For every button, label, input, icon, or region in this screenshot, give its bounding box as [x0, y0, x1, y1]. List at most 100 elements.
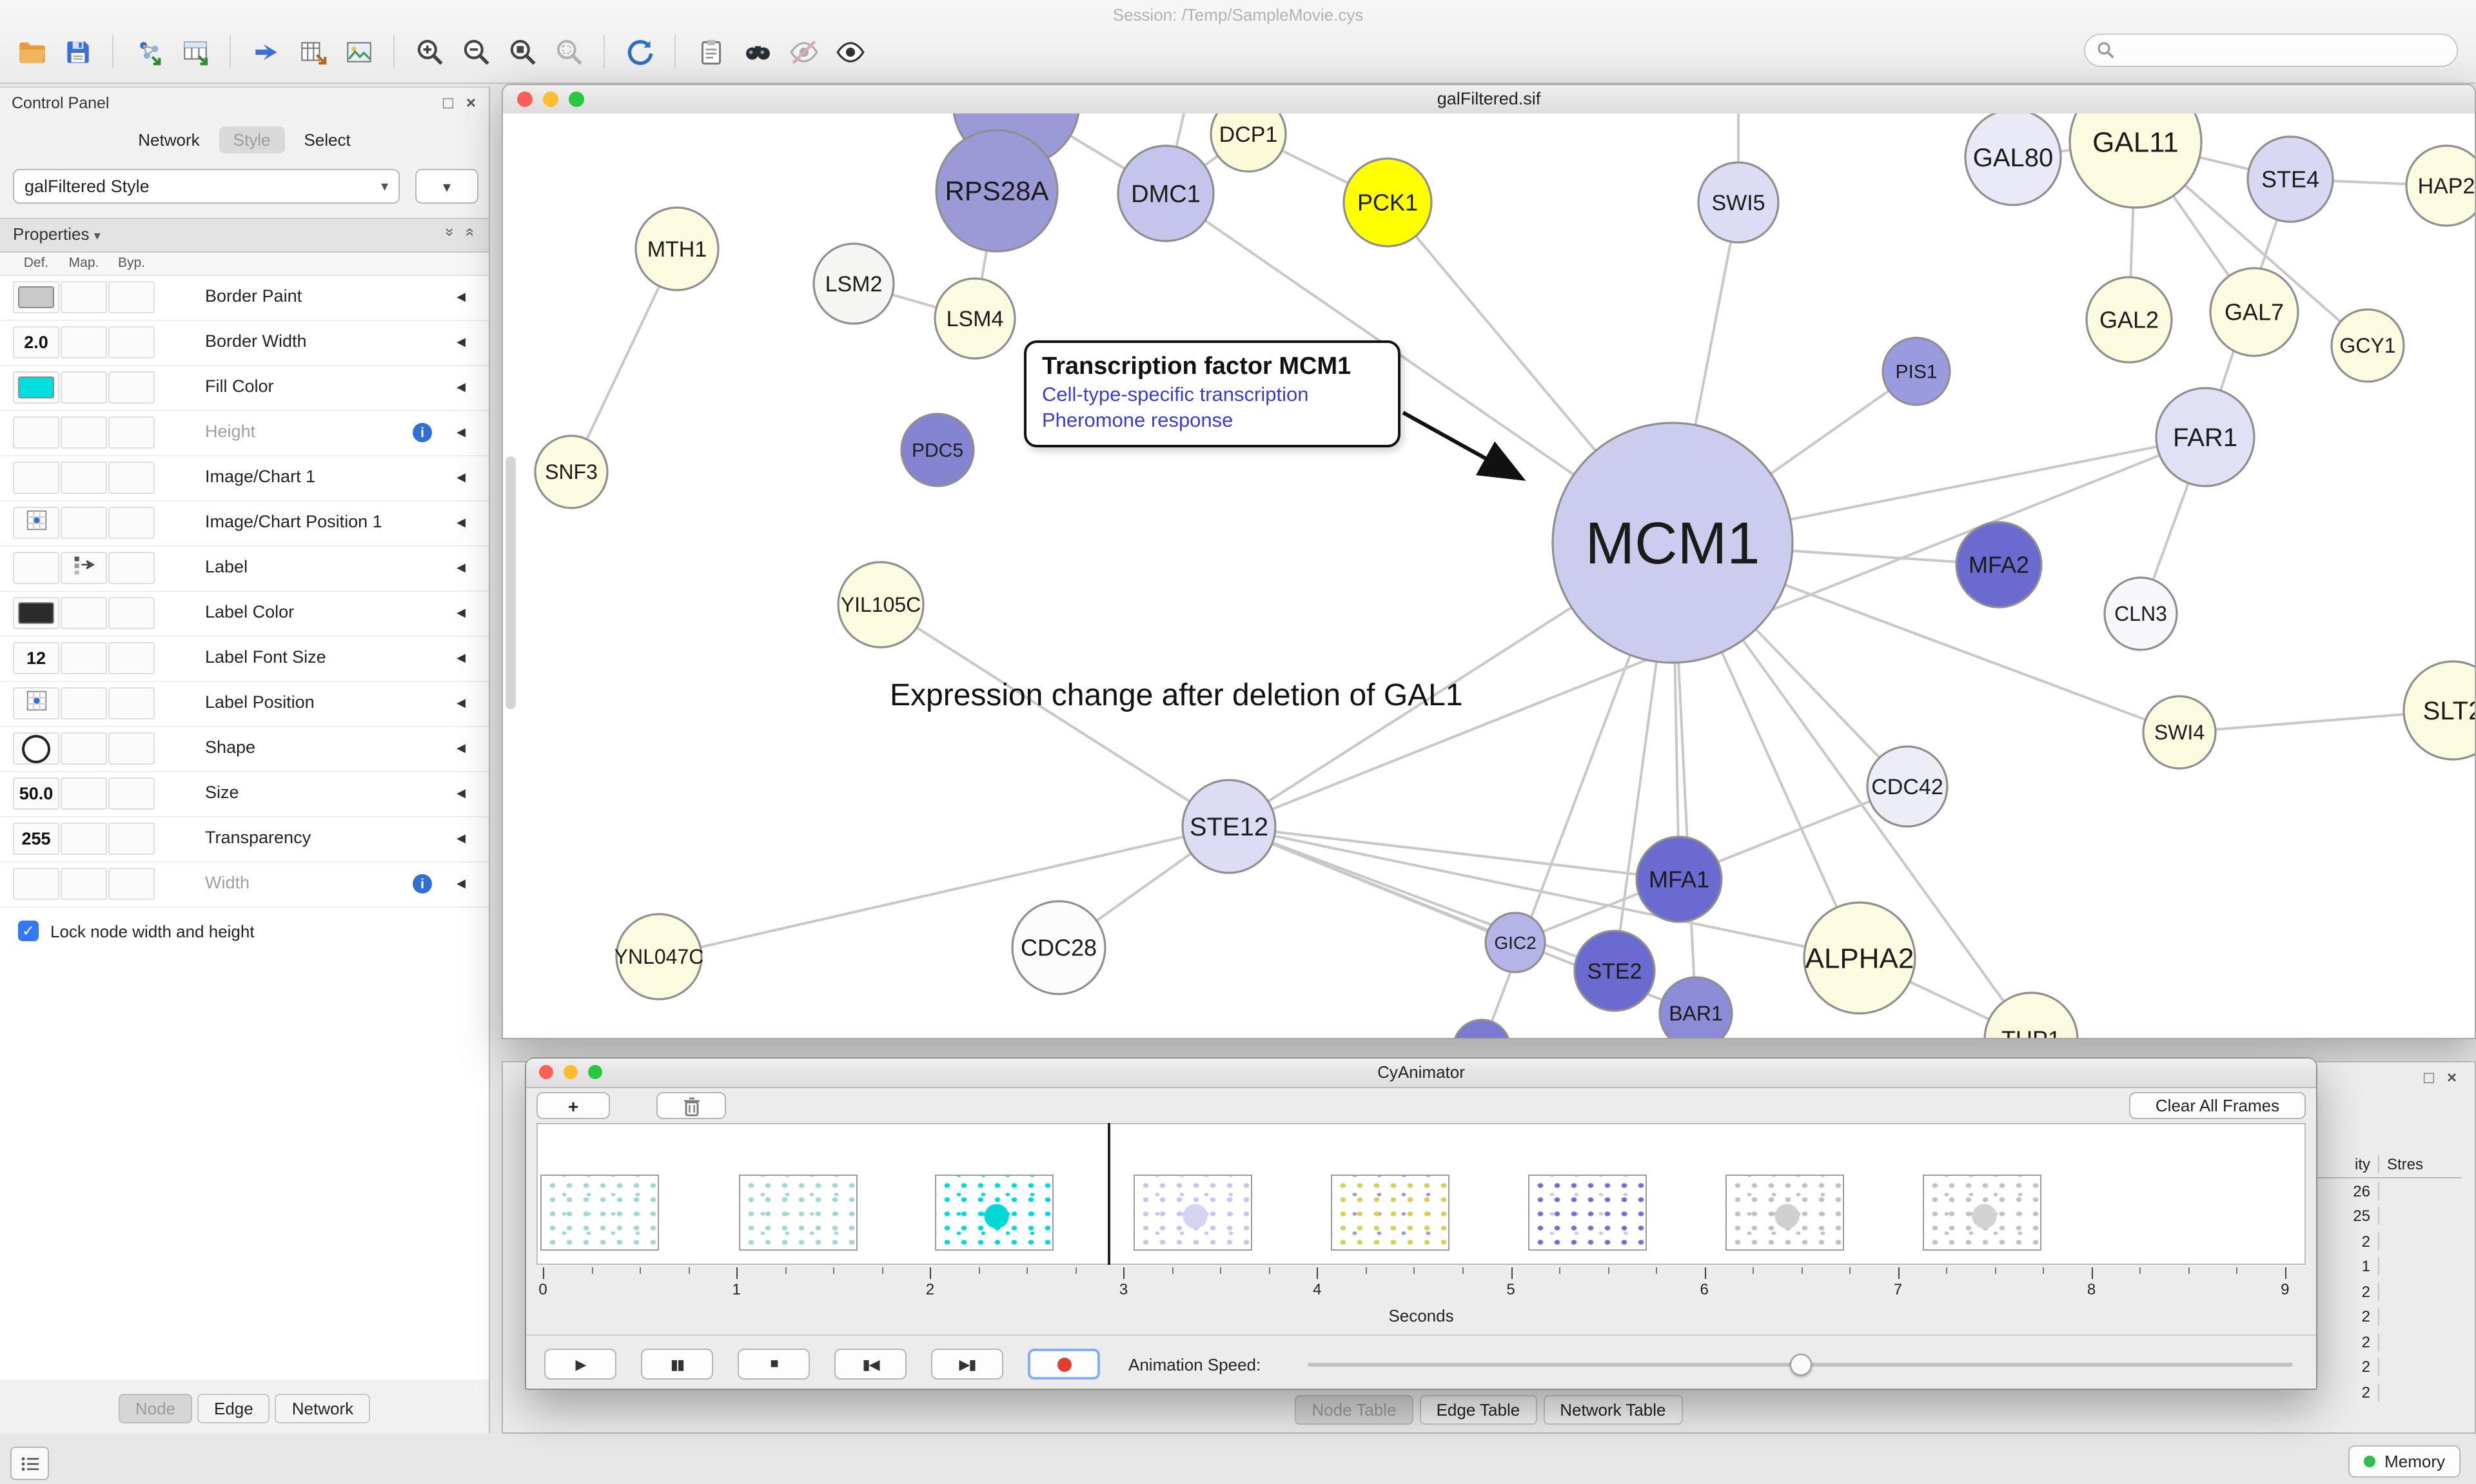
frames-timeline[interactable] [536, 1123, 2306, 1265]
import-table-icon[interactable] [172, 31, 218, 72]
minimize-window-icon[interactable] [564, 1065, 578, 1079]
search-input[interactable] [2123, 39, 2437, 61]
stop-button[interactable]: ■ [738, 1349, 810, 1380]
bypass-cell[interactable] [108, 552, 155, 584]
expand-row-icon[interactable]: ◀ [457, 335, 466, 348]
node-TUP1[interactable]: TUP1 [1983, 991, 2079, 1038]
expand-row-icon[interactable]: ◀ [457, 290, 466, 303]
expand-row-icon[interactable]: ◀ [457, 741, 466, 754]
properties-header[interactable]: Properties ▾ » » [0, 218, 489, 253]
expand-row-icon[interactable]: ◀ [457, 380, 466, 393]
control-panel-header[interactable]: Control Panel □ × [0, 88, 489, 121]
float-panel-icon[interactable]: □ [2424, 1068, 2434, 1087]
bypass-cell[interactable] [108, 326, 155, 358]
tab-network-table[interactable]: Network Table [1543, 1395, 1683, 1425]
previous-frame-button[interactable]: ▮◀ [834, 1349, 907, 1380]
mapping-cell[interactable] [61, 777, 107, 810]
tab-edge-table[interactable]: Edge Table [1419, 1395, 1537, 1425]
expand-row-icon[interactable]: ◀ [457, 425, 466, 438]
node-YIL105C[interactable]: YIL105C [837, 561, 925, 649]
mapping-cell[interactable] [61, 732, 107, 765]
frame-thumbnail-3[interactable] [935, 1175, 1054, 1251]
node-GAL7[interactable]: GAL7 [2209, 267, 2299, 357]
table-row[interactable]: 2 [2317, 1279, 2462, 1304]
expand-row-icon[interactable]: ◀ [457, 696, 466, 709]
network-canvas[interactable]: RPS28BRPS28ADMC1DCP1PCK1SWI5GAL80GAL11ST… [503, 113, 2475, 1038]
add-frame-button[interactable]: + [536, 1092, 610, 1119]
default-cell[interactable] [13, 597, 59, 629]
show-all-icon[interactable] [827, 31, 873, 72]
tab-network[interactable]: Network [138, 130, 200, 150]
node-CDC28[interactable]: CDC28 [1011, 900, 1106, 995]
mcm1-annotation[interactable]: Transcription factor MCM1 Cell-type-spec… [1024, 340, 1400, 447]
mapping-cell[interactable] [61, 868, 107, 900]
open-session-icon[interactable] [8, 31, 54, 72]
default-cell[interactable] [13, 868, 59, 900]
mapping-cell[interactable] [61, 823, 107, 855]
property-row-border-paint[interactable]: Border Paint◀ [0, 276, 489, 321]
mapping-cell[interactable] [61, 462, 107, 494]
mapping-cell[interactable] [61, 281, 107, 313]
delete-frame-button[interactable] [656, 1092, 726, 1119]
mapping-cell[interactable] [61, 507, 107, 539]
expand-row-icon[interactable]: ◀ [457, 561, 466, 574]
expand-row-icon[interactable]: ◀ [457, 606, 466, 619]
column-header[interactable]: Stres [2387, 1155, 2424, 1173]
expand-row-icon[interactable]: ◀ [457, 651, 466, 664]
tab-select[interactable]: Select [304, 130, 351, 150]
node-STE2[interactable]: STE2 [1573, 930, 1656, 1012]
bypass-cell[interactable] [108, 777, 155, 810]
mapping-cell[interactable] [61, 597, 107, 629]
frame-thumbnail-6[interactable] [1528, 1175, 1647, 1251]
bypass-cell[interactable] [108, 416, 155, 449]
node-CDC42[interactable]: CDC42 [1866, 745, 1949, 828]
default-cell[interactable] [13, 416, 59, 449]
zoom-out-icon[interactable] [453, 31, 499, 72]
close-panel-icon[interactable]: × [2446, 1068, 2457, 1087]
cyanimator-titlebar[interactable]: CyAnimator [526, 1059, 2316, 1088]
node-LSM4[interactable]: LSM4 [934, 277, 1016, 360]
expand-all-icon[interactable]: » [440, 228, 459, 237]
frame-thumbnail-4[interactable] [1134, 1175, 1252, 1251]
table-row[interactable]: 2 [2317, 1229, 2462, 1254]
property-row-fill-color[interactable]: Fill Color◀ [0, 366, 489, 411]
record-button[interactable] [1028, 1349, 1100, 1380]
close-window-icon[interactable] [517, 92, 533, 107]
bypass-cell[interactable] [108, 868, 155, 900]
bypass-cell[interactable] [108, 642, 155, 674]
node-GAL2[interactable]: GAL2 [2085, 276, 2173, 364]
annotation-link[interactable]: Pheromone response [1042, 410, 1233, 432]
style-options-button[interactable]: ▾ [415, 169, 478, 204]
mapping-cell[interactable] [61, 552, 107, 584]
export-table-icon[interactable] [289, 31, 335, 72]
clear-all-frames-button[interactable]: Clear All Frames [2129, 1092, 2306, 1119]
panel-menu-button[interactable] [10, 1447, 49, 1480]
import-network-icon[interactable] [125, 31, 172, 72]
mapping-cell[interactable] [61, 326, 107, 358]
bypass-cell[interactable] [108, 823, 155, 855]
table-row[interactable]: 2 [2317, 1329, 2462, 1354]
network-window-titlebar[interactable]: galFiltered.sif [503, 85, 2475, 115]
bypass-cell[interactable] [108, 371, 155, 404]
table-row[interactable]: 2 [2317, 1354, 2462, 1380]
node-GCY1[interactable]: GCY1 [2330, 308, 2405, 383]
node-ALPHA2[interactable]: ALPHA2 [1803, 901, 1916, 1015]
node-LSM2[interactable]: LSM2 [812, 242, 895, 325]
maximize-window-icon[interactable] [569, 92, 584, 107]
tab-node-table[interactable]: Node Table [1295, 1395, 1413, 1425]
expand-row-icon[interactable]: ◀ [457, 877, 466, 890]
mapping-cell[interactable] [61, 371, 107, 404]
frame-thumbnail-2[interactable] [739, 1175, 858, 1251]
frame-thumbnail-8[interactable] [1923, 1175, 2041, 1251]
tab-edge[interactable]: Edge [197, 1394, 270, 1423]
default-cell[interactable] [13, 371, 59, 404]
node-RPS28A[interactable]: RPS28A [935, 129, 1059, 253]
minimize-window-icon[interactable] [543, 92, 558, 107]
property-row-label-color[interactable]: Label Color◀ [0, 592, 489, 637]
node-DCP1[interactable]: DCP1 [1210, 113, 1287, 173]
default-cell[interactable]: 12 [13, 642, 59, 674]
